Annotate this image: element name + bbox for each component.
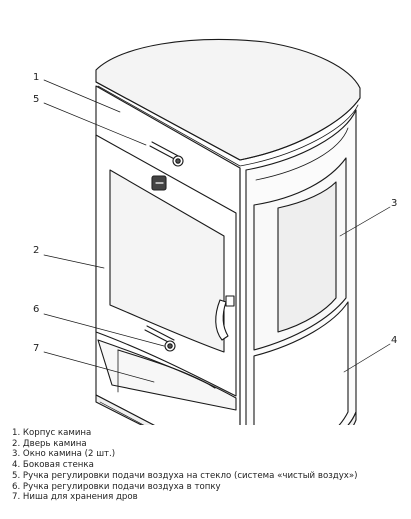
- door-glass: [109, 169, 225, 353]
- callout-number-7: 7: [33, 343, 39, 354]
- door-handle-icon: [215, 299, 229, 341]
- legend-item: 7. Ниша для хранения дров: [12, 492, 138, 503]
- legend-item: 2. Дверь камина: [12, 438, 87, 449]
- callout-number-3: 3: [391, 198, 397, 209]
- callout-number-2: 2: [33, 245, 39, 256]
- callout-number-5: 5: [33, 94, 39, 105]
- callout-number-6: 6: [33, 304, 39, 315]
- legend-item: 5. Ручка регулировки подачи воздуха на с…: [12, 470, 358, 481]
- side-window-glass: [277, 181, 337, 333]
- callout-number-1: 1: [33, 72, 39, 83]
- leader-lines: [43, 79, 391, 383]
- legend-item: 1. Корпус камина: [12, 428, 92, 438]
- stove-diagram: 1 5 2 6 7 3 4: [33, 38, 397, 425]
- legend: 1. Корпус камина 2. Дверь камина 3. Окно…: [12, 428, 358, 503]
- legend-item: 6. Ручка регулировки подачи воздуха в то…: [12, 481, 221, 492]
- callout-number-4: 4: [391, 335, 397, 346]
- legend-item: 3. Окно камина (2 шт.): [12, 449, 116, 460]
- legend-item: 4. Боковая стенка: [12, 460, 94, 471]
